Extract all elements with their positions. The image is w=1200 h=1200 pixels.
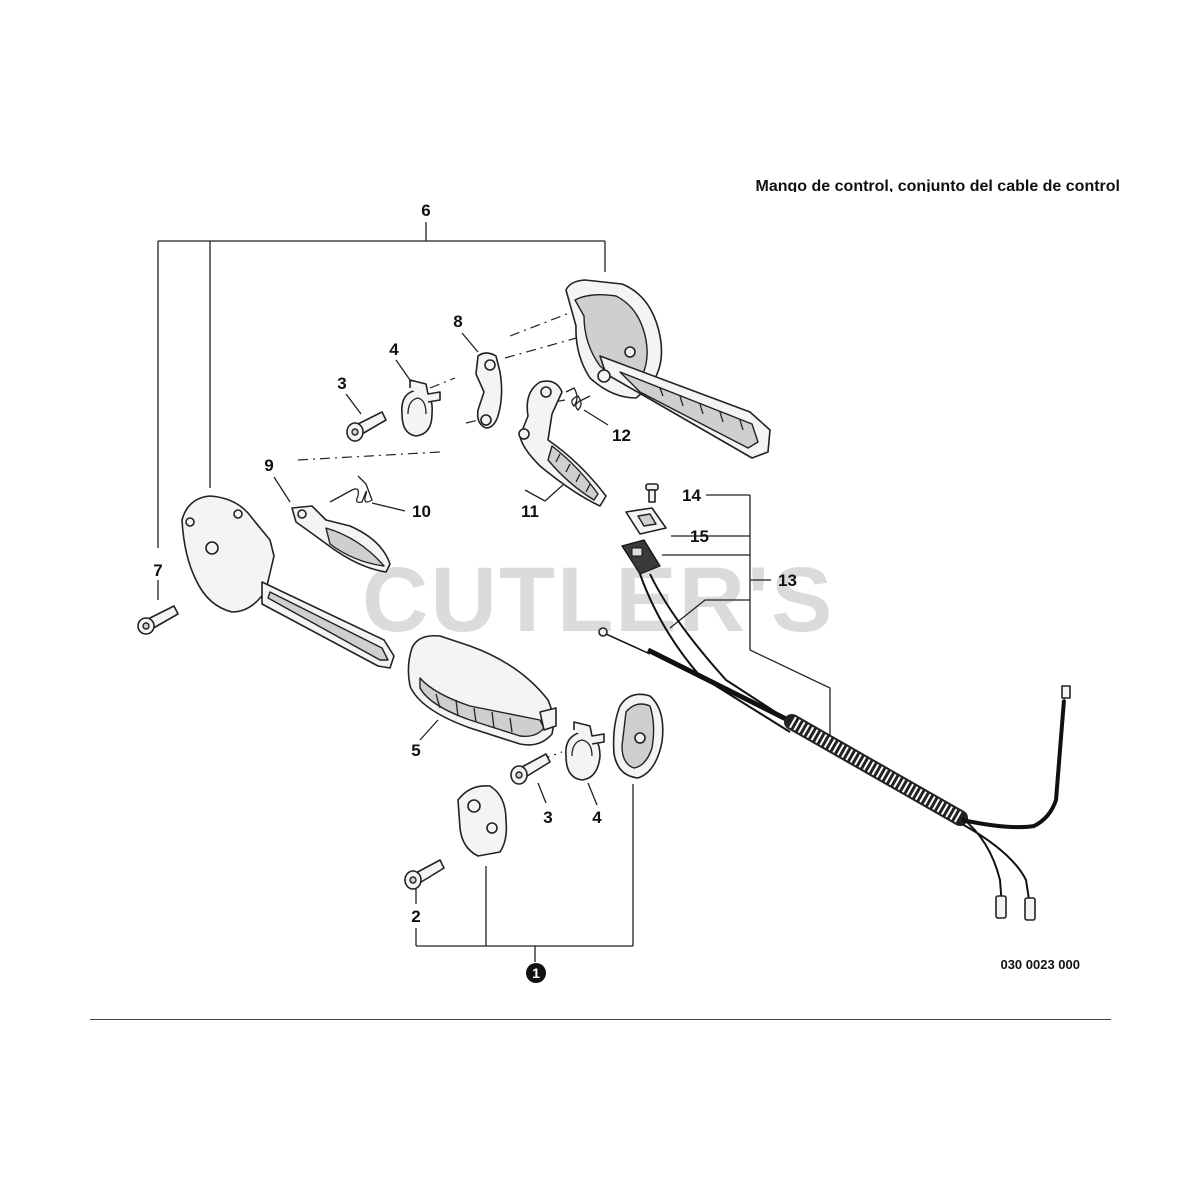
callout-2: 2 [411, 907, 420, 926]
part-15-plate [625, 507, 667, 535]
watermark-text: CUTLER'S [362, 549, 835, 651]
part-1-cover [457, 784, 508, 857]
part-4-clamp-lower [565, 721, 605, 781]
callout-10: 10 [412, 502, 431, 521]
callout-6: 6 [421, 201, 430, 220]
footer-rule [90, 1019, 1111, 1020]
part-1-housing-half [612, 693, 664, 779]
callout-3-lower: 3 [543, 808, 552, 827]
part-11-trigger [518, 380, 607, 507]
part-14-screw [645, 483, 659, 503]
callout-9: 9 [264, 456, 273, 475]
part-7-bolt [137, 605, 179, 635]
callout-7: 7 [153, 561, 162, 580]
part-3-bolt-upper [346, 411, 387, 442]
handle-housing-right [565, 279, 771, 459]
part-9-lever [291, 505, 391, 573]
callout-8: 8 [453, 312, 462, 331]
callout-12: 12 [612, 426, 631, 445]
callout-3-upper: 3 [337, 374, 346, 393]
part-3-bolt-lower [510, 753, 551, 785]
callout-14: 14 [682, 486, 701, 505]
callout-labels: 6 8 4 3 12 9 10 11 14 15 7 13 5 3 4 2 1 [153, 201, 797, 983]
handle-housing-left [181, 495, 395, 669]
callout-1: 1 [532, 965, 540, 981]
part-4-clamp-upper [401, 379, 441, 437]
callout-13: 13 [778, 571, 797, 590]
diagram-code: 030 0023 000 [1000, 957, 1080, 972]
part-5-grip [407, 634, 557, 746]
diagram-title: Mango de control, conjunto del cable de … [755, 178, 1120, 192]
callout-4-upper: 4 [389, 340, 399, 359]
callout-1-circle [526, 963, 546, 983]
part-2-bolt [404, 859, 445, 890]
callout-15: 15 [690, 527, 709, 546]
callout-4-lower: 4 [592, 808, 602, 827]
callout-5: 5 [411, 741, 420, 760]
part-10-spring [329, 475, 373, 504]
leader-lines [157, 222, 831, 962]
callout-11: 11 [521, 502, 539, 521]
part-8-lock [475, 352, 503, 429]
part-13-cable-assembly [598, 539, 1071, 921]
part-12-spring [565, 387, 591, 411]
